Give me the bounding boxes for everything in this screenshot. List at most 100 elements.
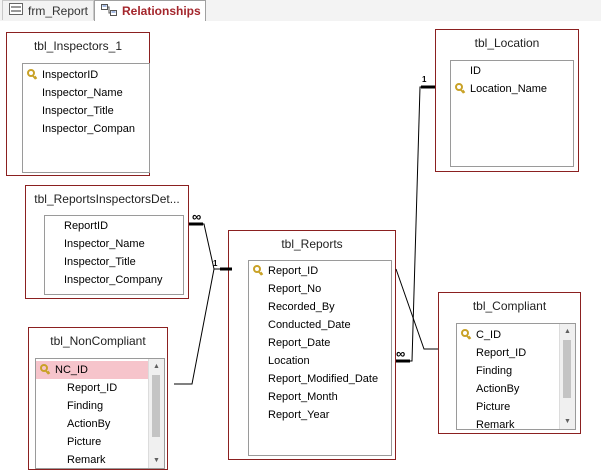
field-label: NC_ID — [55, 364, 89, 376]
field-label: Inspector_Title — [42, 105, 114, 117]
field-report-date[interactable]: Report_Date — [249, 334, 391, 352]
field-list[interactable]: C_ID Report_ID Finding ActionBy Picture … — [456, 323, 576, 430]
field-label: ActionBy — [476, 383, 520, 395]
field-inspector-title[interactable]: Inspector_Title — [23, 102, 149, 120]
field-label: Inspector_Compan — [42, 123, 135, 135]
relationships-icon — [101, 3, 117, 19]
key-icon — [461, 329, 472, 341]
table-reports-inspectors-details[interactable]: tbl_ReportsInspectorsDet... ReportID Ins… — [25, 185, 189, 299]
field-remark[interactable]: Remark — [36, 451, 149, 468]
field-list[interactable]: ID Location_Name — [450, 60, 574, 167]
field-label: Report_Date — [268, 337, 331, 349]
relationship-line-noncompliant — [174, 268, 215, 385]
table-title[interactable]: tbl_Inspectors_1 — [33, 39, 123, 53]
document-tab-bar: frm_Report Relationships — [0, 0, 601, 22]
table-compliant[interactable]: tbl_Compliant C_ID Report_ID Finding Act… — [438, 292, 581, 434]
field-label: Inspector_Company — [64, 274, 163, 286]
field-label: Report_ID — [268, 265, 319, 277]
relationships-canvas[interactable]: tbl_Inspectors_1 InspectorID Inspector_N… — [0, 21, 601, 472]
field-label: Remark — [476, 419, 515, 430]
field-conducted-date[interactable]: Conducted_Date — [249, 316, 391, 334]
field-finding[interactable]: Finding — [457, 362, 560, 380]
field-list[interactable]: ReportID Inspector_Name Inspector_Title … — [44, 215, 184, 295]
relationship-line-location — [396, 86, 435, 362]
field-inspector-name[interactable]: Inspector_Name — [45, 235, 183, 253]
field-c-id[interactable]: C_ID — [457, 326, 560, 344]
field-label: Report_No — [268, 283, 322, 295]
key-icon — [27, 69, 38, 81]
field-label: Report_Modified_Date — [268, 373, 379, 385]
field-label: Picture — [67, 436, 102, 448]
field-label: Recorded_By — [268, 301, 335, 313]
field-label: Finding — [67, 400, 104, 412]
field-list[interactable]: InspectorID Inspector_Name Inspector_Tit… — [22, 63, 150, 173]
table-noncompliant[interactable]: tbl_NonCompliant NC_ID Report_ID Finding… — [28, 327, 168, 470]
table-title[interactable]: tbl_Location — [474, 36, 540, 50]
field-list[interactable]: NC_ID Report_ID Finding ActionBy Picture… — [35, 358, 165, 469]
field-label: Conducted_Date — [268, 319, 351, 331]
field-label: Inspector_Name — [64, 238, 145, 250]
table-title[interactable]: tbl_NonCompliant — [50, 334, 146, 348]
scrollbar-thumb[interactable] — [563, 340, 571, 398]
field-label: Inspector_Name — [42, 87, 123, 99]
field-inspector-company[interactable]: Inspector_Compan — [23, 120, 149, 138]
table-reports[interactable]: tbl_Reports Report_ID Report_No Recorded… — [228, 230, 396, 460]
scroll-up-arrow-icon[interactable]: ▲ — [564, 328, 571, 335]
field-label: Remark — [67, 454, 106, 466]
field-report-id[interactable]: Report_ID — [457, 344, 560, 362]
relationship-lines: ∞ 1 ∞ 1 — [174, 75, 438, 385]
cardinality-many-details: ∞ — [192, 209, 201, 224]
field-list[interactable]: Report_ID Report_No Recorded_By Conducte… — [248, 260, 392, 456]
form-icon — [9, 3, 23, 18]
field-report-month[interactable]: Report_Month — [249, 388, 391, 406]
field-action-by[interactable]: ActionBy — [457, 380, 560, 398]
scroll-down-arrow-icon[interactable]: ▼ — [564, 418, 571, 425]
field-report-modified-date[interactable]: Report_Modified_Date — [249, 370, 391, 388]
field-report-id[interactable]: ReportID — [45, 217, 183, 235]
field-inspector-name[interactable]: Inspector_Name — [23, 84, 149, 102]
field-inspector-company[interactable]: Inspector_Company — [45, 271, 183, 289]
field-nc-id[interactable]: NC_ID — [36, 361, 149, 379]
tab-label: Relationships — [122, 4, 201, 18]
field-id[interactable]: ID — [451, 62, 573, 80]
field-remark[interactable]: Remark — [457, 416, 560, 430]
scroll-down-arrow-icon[interactable]: ▼ — [153, 457, 160, 464]
vertical-scrollbar[interactable]: ▲ ▼ — [559, 324, 575, 429]
field-location-name[interactable]: Location_Name — [451, 80, 573, 98]
table-location[interactable]: tbl_Location ID Location_Name — [435, 29, 579, 172]
key-icon — [40, 364, 51, 376]
field-report-year[interactable]: Report_Year — [249, 406, 391, 424]
cardinality-one-location: 1 — [422, 75, 427, 84]
field-report-id[interactable]: Report_ID — [36, 379, 149, 397]
field-picture[interactable]: Picture — [457, 398, 560, 416]
cardinality-one-reports: 1 — [213, 259, 218, 268]
field-recorded-by[interactable]: Recorded_By — [249, 298, 391, 316]
table-title[interactable]: tbl_Compliant — [472, 299, 547, 313]
tab-frm-report[interactable]: frm_Report — [2, 0, 94, 20]
scroll-up-arrow-icon[interactable]: ▲ — [153, 363, 160, 370]
relationship-line-details — [189, 223, 232, 270]
field-label: Picture — [476, 401, 511, 413]
field-label: ID — [470, 65, 481, 77]
field-label: InspectorID — [42, 69, 99, 81]
vertical-scrollbar[interactable]: ▲ ▼ — [148, 359, 164, 468]
field-picture[interactable]: Picture — [36, 433, 149, 451]
relationship-line-compliant — [395, 268, 438, 350]
table-title[interactable]: tbl_ReportsInspectorsDet... — [34, 192, 180, 206]
field-label: Location — [268, 355, 310, 367]
scrollbar-thumb[interactable] — [152, 375, 160, 437]
field-report-id[interactable]: Report_ID — [249, 262, 391, 280]
field-label: Report_ID — [476, 347, 527, 359]
field-finding[interactable]: Finding — [36, 397, 149, 415]
field-label: C_ID — [476, 329, 502, 341]
field-action-by[interactable]: ActionBy — [36, 415, 149, 433]
field-label: ReportID — [64, 220, 109, 232]
field-label: Location_Name — [470, 83, 548, 95]
field-location[interactable]: Location — [249, 352, 391, 370]
field-report-no[interactable]: Report_No — [249, 280, 391, 298]
table-inspectors[interactable]: tbl_Inspectors_1 InspectorID Inspector_N… — [6, 32, 150, 176]
field-inspector-id[interactable]: InspectorID — [23, 66, 149, 84]
tab-relationships[interactable]: Relationships — [94, 0, 206, 21]
field-inspector-title[interactable]: Inspector_Title — [45, 253, 183, 271]
table-title[interactable]: tbl_Reports — [281, 237, 343, 251]
